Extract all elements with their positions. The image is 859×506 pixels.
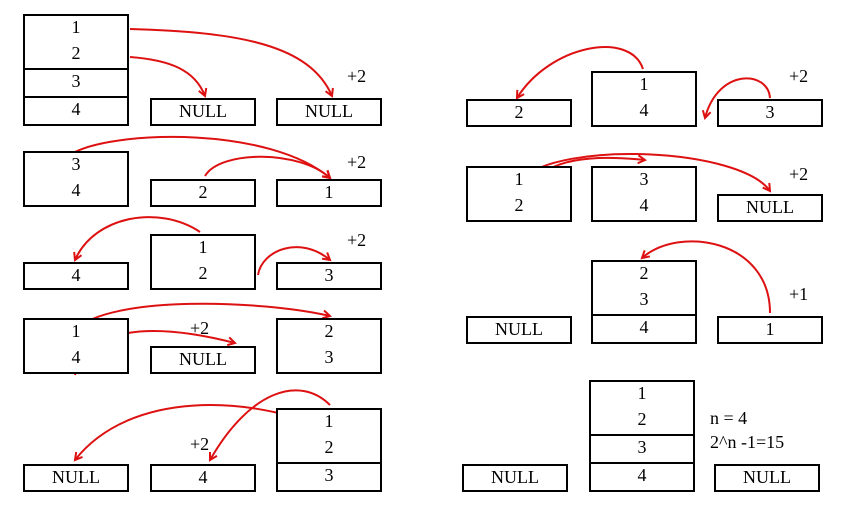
move-arrow [705,77,771,118]
move-arrow [257,246,330,276]
disk-cell: 1 [276,179,382,207]
disk-cell: NULL [150,346,256,374]
move-arrow [210,389,331,460]
disk-cell: NULL [717,194,823,222]
disk-cell: 4 [23,262,129,290]
summary-n: n = 4 [710,408,748,428]
disk-cell: 1 [150,234,256,264]
disk-cell: 4 [591,316,697,344]
disk-cell: 2 [23,42,129,70]
disk-cell: 1 [591,71,697,101]
disk-cell: 2 [276,318,382,348]
disk-cell: NULL [276,98,382,126]
move-arrow [129,28,332,96]
step-label: +2 [789,164,809,184]
disk-cell: 3 [23,70,129,98]
step-label: +2 [789,66,809,86]
disk-cell: 2 [466,194,572,222]
step-label: +2 [190,318,210,338]
move-arrow [642,240,771,314]
step-label: +2 [347,152,367,172]
disk-cell: NULL [23,464,129,492]
move-arrow [75,216,201,260]
move-arrow [517,46,644,98]
step-label: +2 [190,434,210,454]
disk-cell: 2 [150,179,256,207]
disk-cell: 1 [589,380,695,410]
disk-cell: 2 [276,436,382,464]
step-label: +2 [347,230,367,250]
disk-cell: 1 [276,408,382,438]
disk-cell: 2 [466,99,572,127]
disk-cell: 1 [717,316,823,344]
disk-cell: 4 [591,99,697,127]
disk-cell: 4 [23,98,129,126]
move-arrow [204,155,330,178]
disk-cell: 3 [23,151,129,181]
disk-cell: 1 [23,318,129,348]
disk-cell: 4 [589,464,695,492]
disk-cell: 3 [276,464,382,492]
disk-cell: 2 [150,262,256,290]
summary-moves: 2^n -1=15 [710,432,785,452]
disk-cell: 3 [591,166,697,196]
disk-cell: 4 [23,179,129,207]
disk-cell: 2 [589,408,695,436]
step-label: +1 [789,284,809,304]
disk-cell: NULL [714,464,820,492]
disk-cell: 3 [276,346,382,374]
disk-cell: NULL [150,98,256,126]
disk-cell: 1 [23,14,129,44]
disk-cell: 3 [717,99,823,127]
disk-cell: 3 [589,436,695,464]
disk-cell: 4 [23,346,129,374]
step-label: +2 [347,66,367,86]
disk-cell: 4 [150,464,256,492]
disk-cell: NULL [462,464,568,492]
move-arrow [129,56,205,96]
disk-cell: 2 [591,260,697,290]
disk-cell: 3 [591,288,697,316]
disk-cell: NULL [466,316,572,344]
disk-cell: 1 [466,166,572,196]
disk-cell: 3 [276,262,382,290]
disk-cell: 4 [591,194,697,222]
move-arrow [74,135,330,178]
